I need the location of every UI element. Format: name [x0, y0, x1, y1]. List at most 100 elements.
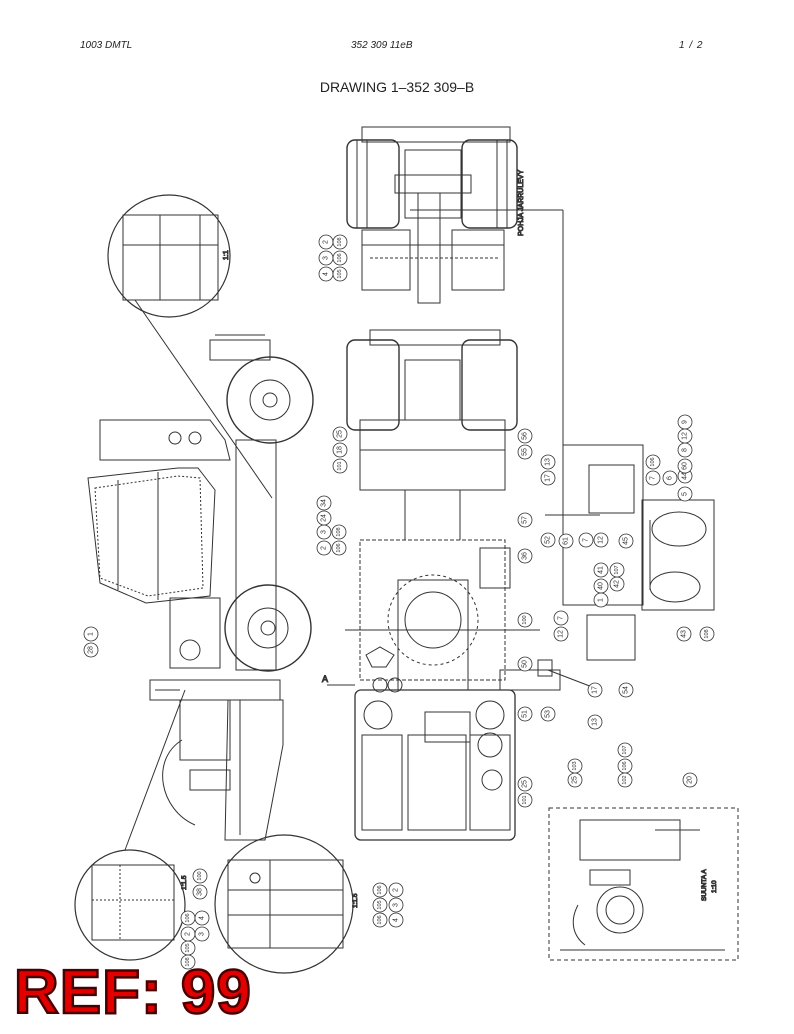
callout-number: 4: [323, 272, 330, 276]
callout-number: 51: [522, 710, 529, 718]
callout-number: 106: [337, 253, 343, 262]
callout-number: 106: [377, 885, 383, 894]
callout-circle: [332, 442, 348, 458]
callout-circle: [517, 656, 533, 672]
callout-number: 4: [199, 916, 206, 920]
callout-number: 7: [558, 616, 565, 620]
callout-number: 12: [598, 536, 605, 544]
callout-circle: [517, 548, 533, 564]
callout-number: 54: [623, 686, 630, 694]
suunta-scale: 1:10: [711, 880, 718, 893]
callout-number: 8: [682, 448, 689, 452]
callout-circle: [682, 772, 698, 788]
callout-number: 100: [522, 615, 528, 624]
callout-number: 3: [199, 932, 206, 936]
callout-number: 50: [522, 660, 529, 668]
callout-number: 36: [522, 552, 529, 560]
callout-number: 106: [622, 761, 628, 770]
callout-number: 105: [337, 269, 343, 278]
callout-number: 45: [623, 537, 630, 545]
drawing-title: DRAWING 1–352 309–B: [319, 79, 475, 95]
suunta-label: SUUNTA A: [701, 869, 708, 901]
detail-scale-mid: 1:1.5: [352, 893, 359, 908]
callout-circle: [517, 792, 533, 808]
callout-circle: [578, 532, 594, 548]
callout-number: 106: [650, 457, 656, 466]
callout-number: 1: [88, 632, 95, 636]
callout-number: 3: [321, 530, 328, 534]
callout-circle: [617, 772, 633, 788]
callout-number: 7: [650, 476, 657, 480]
callout-circle: [332, 250, 348, 266]
callout-circle: [553, 610, 569, 626]
callout-circle: [388, 897, 404, 913]
page-number: 1 / 2: [679, 40, 704, 51]
callout-number: 3: [393, 903, 400, 907]
callout-number: 24: [321, 514, 328, 522]
callout-circle: [331, 524, 347, 540]
callout-circle: [593, 592, 609, 608]
callout-number: 107: [622, 745, 628, 754]
callout-number: 17: [545, 474, 552, 482]
callout-number: 60: [682, 462, 689, 470]
callout-number: 18: [337, 446, 344, 454]
callout-circle: [194, 926, 210, 942]
callout-circle: [372, 912, 388, 928]
callout-circle: [677, 428, 693, 444]
callout-number: 106: [185, 913, 191, 922]
callout-number: 53: [545, 710, 552, 718]
callout-circle: [332, 234, 348, 250]
callout-circle: [332, 266, 348, 282]
callout-number: 108: [704, 629, 710, 638]
callout-circle: [332, 458, 348, 474]
ref-stamp: REF: 99: [13, 958, 252, 1027]
callout-circle: [192, 884, 208, 900]
callout-number: 7: [583, 538, 590, 542]
callout-number: 108: [336, 527, 342, 536]
callout-number: 42: [614, 580, 621, 588]
callout-circle: [593, 532, 609, 548]
callout-circle: [517, 612, 533, 628]
callout-number: 100: [197, 871, 203, 880]
callout-number: 13: [592, 718, 599, 726]
view-a-label: A: [322, 674, 328, 684]
callout-number: 12: [682, 432, 689, 440]
callout-circle: [553, 626, 569, 642]
callout-number: 2: [323, 240, 330, 244]
callout-number: 106: [336, 543, 342, 552]
chassis-top-view: [327, 329, 540, 841]
callout-number: 41: [598, 566, 605, 574]
callout-circle: [618, 533, 634, 549]
callout-number: 28: [88, 646, 95, 654]
callout-number: 13: [545, 458, 552, 466]
callout-number: 2: [393, 888, 400, 892]
callout-number: 108: [185, 957, 191, 966]
callout-number: 34: [321, 499, 328, 507]
callout-number: 105: [377, 900, 383, 909]
callout-circle: [645, 470, 661, 486]
callout-circle: [331, 540, 347, 556]
callout-circle: [372, 897, 388, 913]
callout-number: 17: [592, 686, 599, 694]
callout-number: 44: [682, 472, 689, 480]
callout-number: 56: [522, 432, 529, 440]
callout-circle: [83, 642, 99, 658]
callout-number: 108: [337, 237, 343, 246]
callout-circle: [645, 454, 661, 470]
callout-circle: [677, 458, 693, 474]
detail-scale-top: 1:1: [223, 250, 230, 260]
callout-circle: [180, 954, 196, 970]
callout-number: 107: [614, 565, 620, 574]
callout-number: 9: [682, 420, 689, 424]
callout-circle: [192, 868, 208, 884]
callout-circle: [617, 742, 633, 758]
callout-circle: [517, 428, 533, 444]
callout-circle: [676, 626, 692, 642]
callout-bubbles: 2341081061051011825232410610834128565557…: [83, 234, 715, 970]
callout-circle: [699, 626, 715, 642]
callout-number: 6: [667, 476, 674, 480]
callout-circle: [83, 626, 99, 642]
callout-circle: [618, 682, 634, 698]
callout-circle: [517, 776, 533, 792]
